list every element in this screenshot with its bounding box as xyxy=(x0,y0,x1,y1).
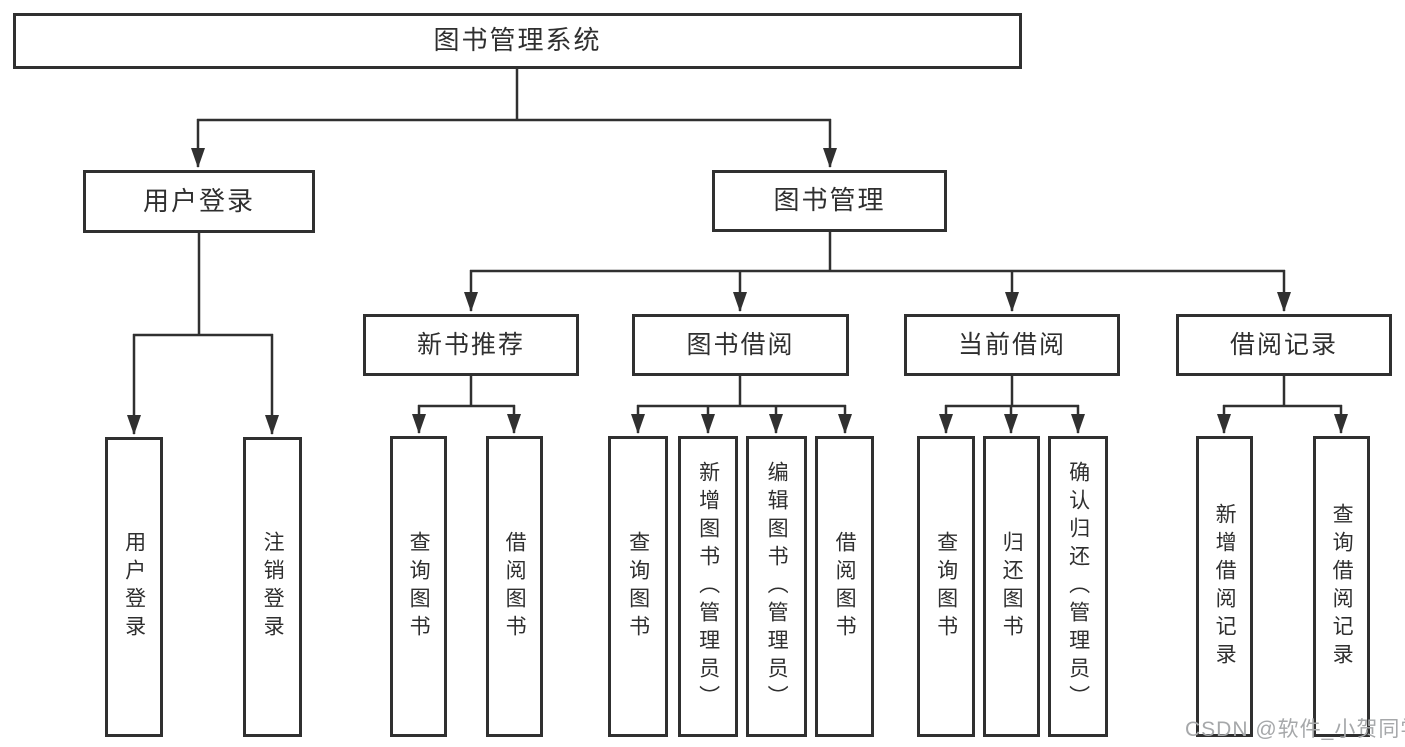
leaf-query-books-borrow: 查询图书 xyxy=(608,436,668,737)
node-current-borrowing: 当前借阅 xyxy=(904,314,1120,376)
leaf-query-borrow-record: 查询借阅记录 xyxy=(1313,436,1370,737)
leaf-query-books-recommend: 查询图书 xyxy=(390,436,447,737)
leaf-query-books-current: 查询图书 xyxy=(917,436,975,737)
node-borrowing-records: 借阅记录 xyxy=(1176,314,1392,376)
node-new-book-recommend: 新书推荐 xyxy=(363,314,579,376)
leaf-user-login: 用户登录 xyxy=(105,437,163,737)
node-library-system: 图书管理系统 xyxy=(13,13,1022,69)
leaf-add-books-admin: 新增图书（管理员） xyxy=(678,436,738,737)
node-user-login: 用户登录 xyxy=(83,170,315,233)
leaf-add-borrow-record: 新增借阅记录 xyxy=(1196,436,1253,737)
leaf-logout: 注销登录 xyxy=(243,437,302,737)
csdn-watermark: CSDN @软件_小贺同学 xyxy=(1185,718,1405,741)
leaf-return-books: 归还图书 xyxy=(983,436,1040,737)
connector-group xyxy=(127,69,1348,435)
node-book-borrowing: 图书借阅 xyxy=(632,314,849,376)
leaf-confirm-return-admin: 确认归还（管理员） xyxy=(1048,436,1108,737)
leaf-borrow-books-recommend: 借阅图书 xyxy=(486,436,543,737)
leaf-borrow-books: 借阅图书 xyxy=(815,436,874,737)
leaf-edit-books-admin: 编辑图书（管理员） xyxy=(746,436,807,737)
node-book-management: 图书管理 xyxy=(712,170,947,232)
